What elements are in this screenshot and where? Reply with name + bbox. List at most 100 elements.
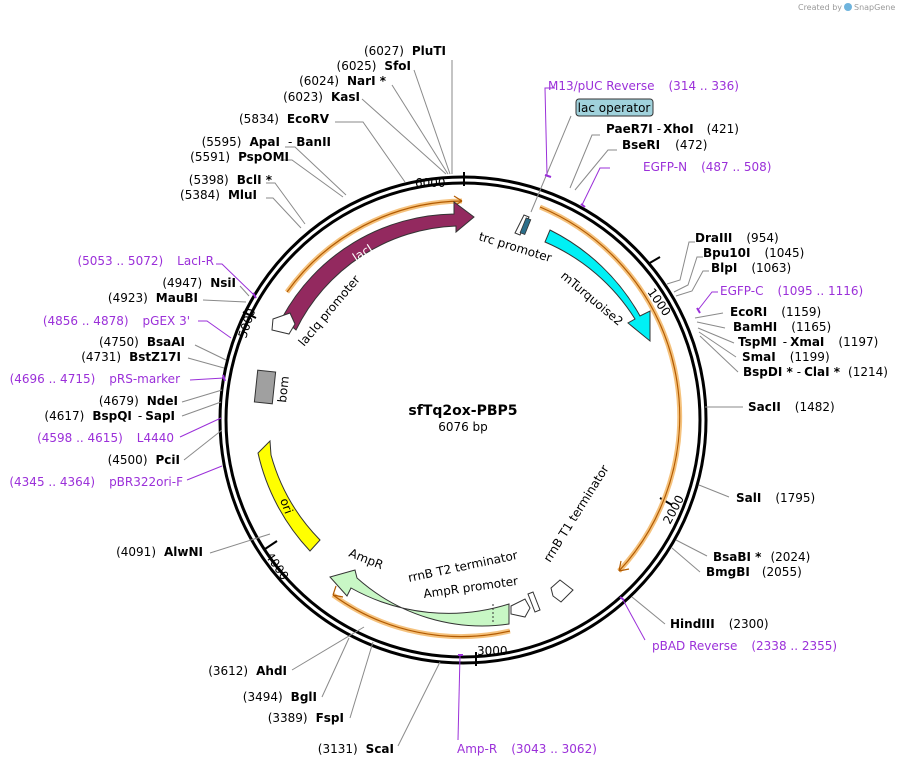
site-pcii: (4500)PciI bbox=[108, 453, 180, 467]
site-fspi: (3389)FspI bbox=[268, 711, 344, 725]
leader-mlui bbox=[266, 197, 302, 229]
site-mlui: (5384)MluI bbox=[180, 188, 257, 202]
snapgene-logo-icon bbox=[844, 3, 852, 11]
site-tspmi: TspMI-XmaI(1197) bbox=[738, 335, 878, 349]
orf-halos bbox=[284, 195, 683, 640]
ampR-orf-line bbox=[332, 594, 511, 638]
lac-operator-leader bbox=[530, 115, 572, 213]
AmpR-label: AmpR bbox=[347, 546, 385, 572]
leader-draiii bbox=[666, 241, 695, 285]
site-scai: (3131)ScaI bbox=[318, 742, 394, 756]
leader-paer7i bbox=[569, 134, 600, 189]
leader-ahdi bbox=[291, 626, 365, 671]
primer-egfpn: EGFP-N(487 .. 508) bbox=[643, 160, 772, 174]
lac-operator-box bbox=[519, 217, 532, 236]
site-nari: (6024)NarI * bbox=[299, 74, 387, 88]
site-sali: SalI(1795) bbox=[736, 491, 815, 505]
mturq-orf-halo bbox=[539, 204, 683, 573]
site-bsabi: BsaBI *(2024) bbox=[713, 550, 810, 564]
site-pluti: (6027)PluTI bbox=[364, 44, 446, 58]
leader-maubi bbox=[202, 299, 247, 303]
site-bpu10i: Bpu10I(1045) bbox=[703, 246, 804, 260]
leader-bsabi bbox=[675, 539, 708, 557]
ori-label: ori bbox=[277, 496, 295, 515]
leader-bpu10i bbox=[673, 256, 703, 293]
site-bamhi: BamHI(1165) bbox=[733, 320, 831, 334]
plasmid-name: sfTq2ox-PBP5 bbox=[408, 403, 517, 419]
primer-mark-egfpc bbox=[696, 307, 701, 314]
primer-laciR: (5053 .. 5072)LacI-R bbox=[77, 254, 214, 268]
plasmid-size: 6076 bp bbox=[438, 420, 488, 434]
leader-laciR bbox=[216, 263, 255, 296]
leader-blpi bbox=[675, 270, 709, 297]
primer-m13: M13/pUC Reverse(314 .. 336) bbox=[548, 79, 739, 93]
site-pspomi: (5591)PspOMI bbox=[190, 150, 289, 164]
lac-operator-callout bbox=[575, 98, 654, 117]
leader-bgli bbox=[321, 637, 350, 698]
tick-1000 bbox=[647, 256, 661, 265]
site-bstz17i: (4731)BstZ17I bbox=[81, 350, 181, 364]
site-alwni: (4091)AlwNI bbox=[116, 545, 203, 559]
leader-pspomi bbox=[280, 159, 344, 198]
leader-alwni bbox=[209, 533, 271, 554]
leader-hindiii bbox=[631, 596, 666, 625]
AmpR-arrow bbox=[329, 569, 510, 627]
leader-pbad bbox=[621, 597, 646, 641]
site-bsaai: (4750)BsaAI bbox=[99, 335, 185, 349]
primer-pbad: pBAD Reverse(2338 .. 2355) bbox=[652, 639, 837, 653]
mTurquoise2-label: mTurquoise2 bbox=[558, 269, 626, 329]
snapgene-credit: Created by SnapGene bbox=[798, 3, 895, 12]
mTurquoise2-arrow bbox=[544, 229, 651, 343]
site-sfoi: (6025)SfoI bbox=[337, 59, 411, 73]
leader-egfpn bbox=[581, 167, 610, 206]
credit-brand: SnapGene bbox=[854, 3, 895, 12]
rrnB-T1-arrow bbox=[550, 579, 574, 603]
lacI-orf-line bbox=[286, 200, 463, 293]
credit-text: Created by bbox=[798, 3, 842, 12]
site-labels-right: PaeR7I-XhoI(421) BseRI(472) DraIII(954) … bbox=[606, 122, 888, 631]
primer-labels-left: (5053 .. 5072)LacI-R (4856 .. 4878)pGEX … bbox=[9, 254, 214, 489]
leader-sfoi bbox=[413, 69, 451, 175]
leader-ndei bbox=[181, 389, 223, 403]
primer-ampr: Amp-R(3043 .. 3062) bbox=[457, 742, 597, 756]
leader-fspi bbox=[349, 641, 374, 719]
ampR-orf-arrowhead bbox=[332, 585, 344, 598]
leader-lines-left bbox=[181, 60, 453, 747]
site-smai: SmaI(1199) bbox=[742, 350, 830, 364]
rrnB-T1-label: rrnB T1 terminator bbox=[541, 462, 612, 564]
site-bgli: (3494)BglI bbox=[243, 690, 317, 704]
site-maubi: (4923)MauBI bbox=[108, 291, 198, 305]
primer-egfpc: EGFP-C(1095 .. 1116) bbox=[720, 284, 863, 298]
lac-operator-label: lac operator bbox=[578, 101, 651, 115]
site-paer7i: PaeR7I-XhoI(421) bbox=[606, 122, 739, 136]
leader-bamhi bbox=[696, 321, 726, 329]
leader-m13 bbox=[544, 87, 555, 176]
leader-lines-primers bbox=[179, 87, 718, 741]
site-bspqi: (4617)BspQI-SapI bbox=[44, 409, 175, 423]
leader-prs bbox=[189, 377, 225, 381]
lacI-arrow bbox=[281, 201, 475, 331]
leader-apai bbox=[285, 146, 347, 196]
site-ahdi: (3612)AhdI bbox=[208, 664, 287, 678]
ori-arrow bbox=[257, 439, 321, 552]
leader-bseri bbox=[574, 149, 617, 191]
site-sacii: SacII(1482) bbox=[748, 400, 835, 414]
leader-ecorv bbox=[335, 121, 406, 183]
primer-mark-m13 bbox=[544, 174, 552, 178]
leader-smai bbox=[698, 331, 737, 358]
leader-lines-right bbox=[569, 134, 743, 625]
site-apai: (5595)ApaI-BanII bbox=[202, 135, 331, 149]
site-labels-left: (6027)PluTI (6025)SfoI (6024)NarI * (602… bbox=[44, 44, 446, 756]
lacIq-promoter-arrow bbox=[271, 312, 296, 335]
primer-pbr: (4345 .. 4364)pBR322ori-F bbox=[9, 475, 183, 489]
site-bseri: BseRI(472) bbox=[622, 138, 707, 152]
site-kasi: (6023)KasI bbox=[283, 90, 360, 104]
tick-5000 bbox=[242, 311, 257, 319]
leader-pcii bbox=[183, 429, 223, 461]
leader-bmgbi bbox=[671, 547, 701, 573]
rrnB-T2-arrow bbox=[527, 591, 541, 613]
site-blpi: BlpI(1063) bbox=[711, 261, 791, 275]
tick-label-3000: 3000 bbox=[477, 644, 508, 658]
primer-mark-egfpn bbox=[580, 203, 586, 208]
leader-nsii bbox=[239, 285, 250, 297]
